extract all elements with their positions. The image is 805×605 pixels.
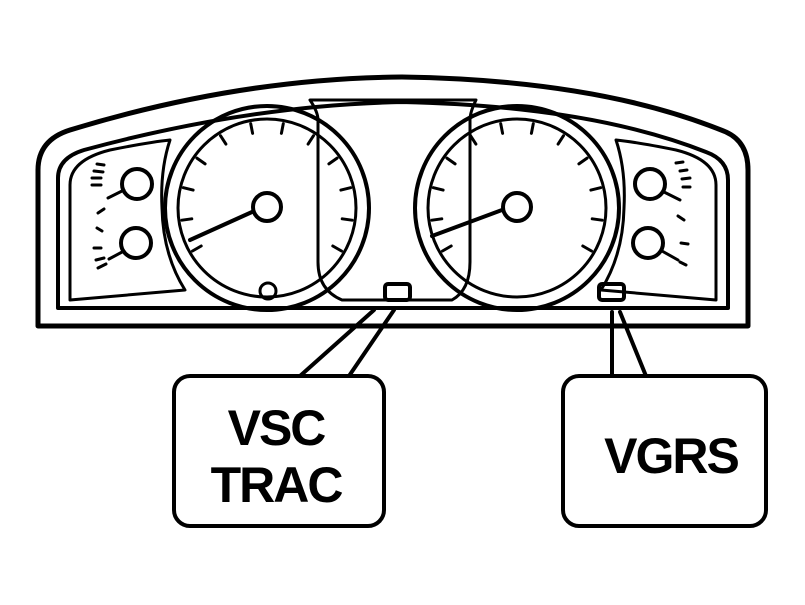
left-pod-outline	[68, 138, 187, 302]
right-upper-gauge	[633, 160, 692, 222]
vsc-trac-leader	[298, 308, 396, 378]
speedometer-needle	[188, 210, 254, 242]
dial-tick	[445, 156, 457, 166]
dial-tick	[340, 217, 354, 222]
dial-tick	[529, 122, 535, 135]
vsc-label: VSC	[228, 400, 326, 456]
dial-tick	[279, 122, 285, 135]
dial-tick	[249, 122, 255, 135]
trip-reset-knob	[258, 281, 278, 301]
vsc-trac-indicator-lamp	[383, 282, 412, 302]
center-display-panel	[308, 98, 478, 302]
vgrs-indicator-lamp	[597, 282, 626, 302]
vgrs-label: VGRS	[604, 428, 738, 484]
vsc-trac-callout-box	[172, 374, 386, 528]
speedometer-hub	[251, 191, 283, 223]
speedometer-ticks	[180, 122, 354, 253]
dial-tick	[431, 186, 445, 192]
left-lower-gauge	[92, 226, 153, 270]
dial-tick	[441, 244, 453, 253]
cluster-housing-outer	[35, 74, 751, 329]
dial-tick	[331, 244, 343, 253]
dial-tick	[499, 122, 505, 135]
right-lower-gauge	[631, 226, 690, 267]
dial-tick	[581, 244, 593, 253]
dial-tick	[469, 134, 478, 146]
dial-tick	[306, 134, 315, 146]
dial-tick	[191, 244, 203, 253]
dial-tick	[430, 217, 444, 222]
cluster-housing-inner	[56, 100, 730, 310]
speedometer-gauge	[163, 104, 371, 312]
dial-tick	[219, 134, 228, 146]
trac-label: TRAC	[211, 457, 343, 513]
tachometer-gauge	[413, 104, 621, 312]
vgrs-leader	[610, 310, 648, 378]
left-upper-gauge	[90, 162, 154, 215]
dial-tick	[577, 156, 589, 166]
dial-tick	[339, 186, 353, 192]
dial-tick	[195, 156, 207, 166]
tachometer-ticks	[430, 122, 604, 253]
dial-tick	[590, 217, 604, 222]
dial-tick	[181, 186, 195, 192]
dial-tick	[327, 156, 339, 166]
dial-tick	[556, 134, 565, 146]
tachometer-hub	[501, 191, 533, 223]
vgrs-callout-box	[561, 374, 768, 528]
tachometer-needle	[430, 208, 504, 238]
dial-tick	[180, 217, 194, 222]
dial-tick	[589, 186, 603, 192]
right-pod-outline	[599, 138, 718, 302]
